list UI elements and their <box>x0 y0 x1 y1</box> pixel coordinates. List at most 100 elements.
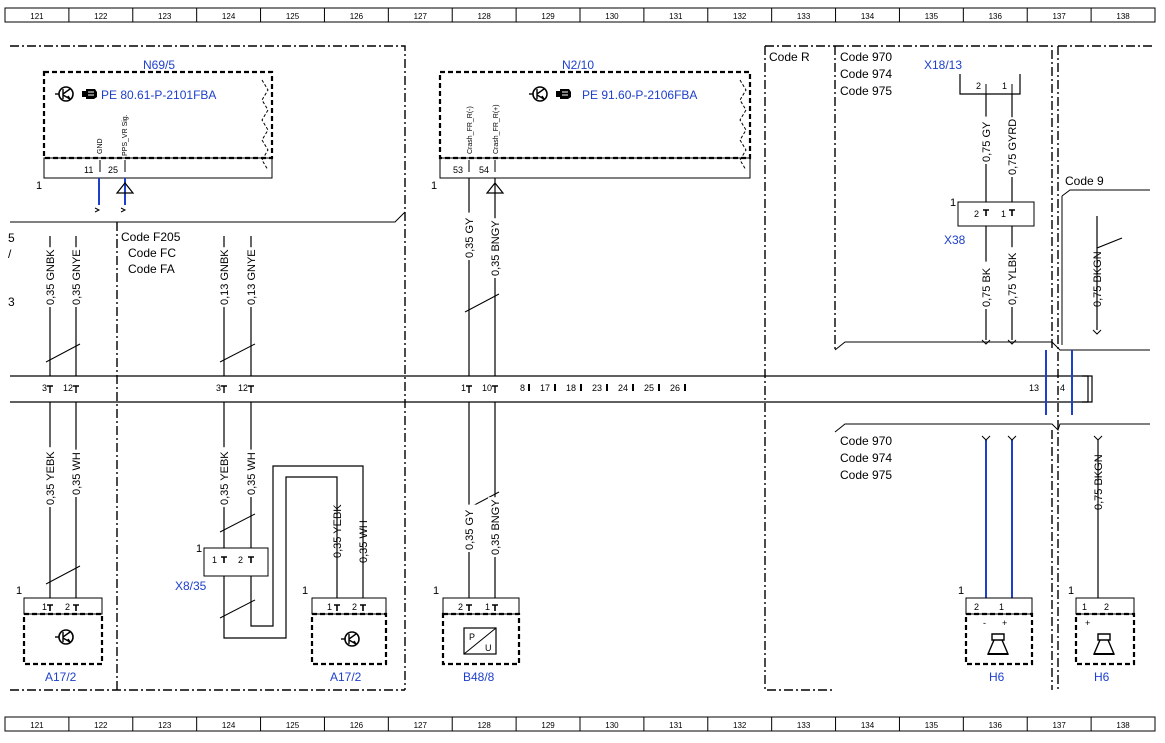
n69-5-shielded-wires <box>98 178 126 205</box>
bus-pin: 12 <box>238 383 248 393</box>
code-label: Code 9 <box>1065 174 1104 188</box>
h6-a-pin: 1 <box>999 602 1004 612</box>
wire-label: 0,13 GNYE <box>246 249 258 305</box>
b48-8-sensor <box>441 612 521 666</box>
n2-10-pin-signal: Crash_FR_R(-) <box>467 106 474 154</box>
code-label: Code FC <box>128 246 176 260</box>
bus-right-shielded-wires <box>1045 350 1073 415</box>
grid-number: 133 <box>797 721 811 730</box>
x8-35-loop-wires <box>223 465 364 639</box>
grid-number: 130 <box>605 721 619 730</box>
a17-2-left-transistor-icon <box>54 629 74 645</box>
grid-number: 131 <box>669 12 683 21</box>
h6-b-connector-id: 1 <box>1068 585 1074 597</box>
a17-2-mid-sensor <box>310 612 388 666</box>
bus-spare-pin: 26 <box>670 383 680 393</box>
code-r-frame <box>764 45 835 691</box>
grid-number: 132 <box>733 721 747 730</box>
grid-number: 138 <box>1116 721 1130 730</box>
component-name-x18-13: X18/13 <box>924 58 962 72</box>
bus-pin: 12 <box>63 383 73 393</box>
twisted-pair-mark <box>219 599 256 619</box>
a17-2-mid-transistor-icon <box>340 631 360 647</box>
grid-number: 125 <box>286 721 300 730</box>
bus-pin: 3 <box>42 383 47 393</box>
code-label: Code 970 <box>840 50 892 64</box>
wire-label: 0,35 YEBK <box>332 504 344 558</box>
edge-label: 3 <box>8 295 15 309</box>
grid-number: 138 <box>1116 12 1130 21</box>
wire-label: 0,75 BKGN <box>1093 454 1105 510</box>
wire-label: 0,75 BKGN <box>1092 251 1104 307</box>
h6-shielded-wires <box>985 440 1013 598</box>
wire-label: 0,75 GYRD <box>1007 119 1019 175</box>
n2-10-reference-hand-icon <box>555 88 572 100</box>
bus-spare-pin: 23 <box>592 383 602 393</box>
a17-2-left-pin: 2 <box>65 602 70 612</box>
n69-5-pin: 11 <box>84 165 93 175</box>
x8-35-pin: 1 <box>212 555 217 565</box>
x18-13-connector <box>959 74 1021 95</box>
grid-number: 127 <box>414 12 428 21</box>
grid-number: 122 <box>94 12 108 21</box>
h6-a-speaker <box>964 612 1034 666</box>
grid-number: 123 <box>158 721 172 730</box>
bus-pin: 3 <box>216 383 221 393</box>
wire-label: 0,35 YEBK <box>219 451 231 505</box>
n69-5-reference-hand-icon <box>81 88 98 100</box>
n69-5-transistor-icon <box>54 86 74 102</box>
component-name-a17-2-mid: A17/2 <box>330 670 362 684</box>
wire-label: 0,35 GY <box>464 217 476 258</box>
a17-2-mid-pin: 1 <box>327 602 332 612</box>
component-name-x38: X38 <box>944 233 966 247</box>
break-mark <box>739 79 747 171</box>
x18-13-pin: 2 <box>976 81 981 91</box>
wire-label: 0,35 BNGY <box>490 499 502 555</box>
a17-2-mid-connector <box>311 597 387 615</box>
bus-spare-pin: 17 <box>540 383 550 393</box>
x38-pin: 2 <box>974 209 979 219</box>
n2-10-control-unit <box>438 70 752 160</box>
wire-label: 0,35 WH <box>358 520 370 563</box>
h6-a-polarity: + <box>1002 618 1007 628</box>
n69-5-reference-link[interactable]: PE 80.61-P-2101FBA <box>101 88 216 102</box>
x8-35-pin: 2 <box>238 555 243 565</box>
h6-b-pin: 2 <box>1104 602 1109 612</box>
code-label: Code FA <box>128 262 175 276</box>
a17-2-mid-pin: 2 <box>352 602 357 612</box>
grid-number: 133 <box>797 12 811 21</box>
n69-5-control-unit <box>42 70 274 160</box>
grid-number: 123 <box>158 12 172 21</box>
grid-number: 128 <box>477 12 491 21</box>
n2-10-connector <box>439 157 751 179</box>
n69-5-connector <box>43 157 273 179</box>
n2-10-pin: 53 <box>453 165 463 175</box>
brace <box>834 423 1150 433</box>
wire-label: 0,35 GNBK <box>45 249 57 305</box>
grid-number: 127 <box>414 721 428 730</box>
a17-2-left-connector <box>23 597 103 615</box>
b48-8-pin: 1 <box>485 602 490 612</box>
wire-label: 0,35 GNYE <box>71 249 83 305</box>
b48-8-connector <box>442 597 520 615</box>
break-mark <box>261 79 269 171</box>
b48-8-symbol: U <box>485 643 492 653</box>
grid-number: 136 <box>989 721 1003 730</box>
x18-13-pin: 1 <box>1002 81 1007 91</box>
wire-label: 0,35 WH <box>246 452 258 495</box>
component-name-h6-b: H6 <box>1094 670 1110 684</box>
a17-2-left-connector-id: 1 <box>16 585 22 597</box>
component-name-n69-5: N69/5 <box>143 58 175 72</box>
grid-number: 135 <box>925 12 939 21</box>
grid-number: 126 <box>350 12 364 21</box>
grid-number: 129 <box>541 12 555 21</box>
bus-spare-pin: 18 <box>566 383 576 393</box>
wire-label: 0,35 GY <box>464 509 476 550</box>
code-label: Code 975 <box>840 468 892 482</box>
speaker-icon <box>987 633 1009 655</box>
component-name-h6-a: H6 <box>989 670 1005 684</box>
n2-10-reference-link[interactable]: PE 91.60-P-2106FBA <box>582 88 697 102</box>
h6-a-connector-id: 1 <box>958 585 964 597</box>
